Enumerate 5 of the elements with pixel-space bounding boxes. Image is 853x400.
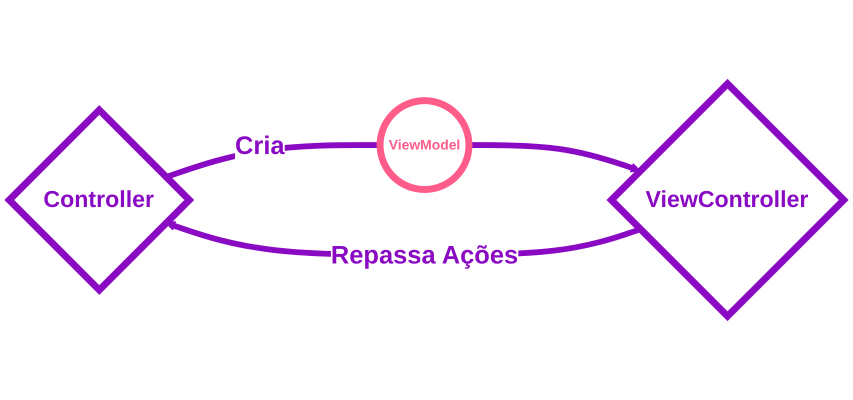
- edge-label: Repassa Ações: [330, 240, 518, 270]
- node-circle: ViewModel: [376, 97, 472, 193]
- node-diamond: ViewController: [606, 78, 849, 322]
- node-diamond: Controller: [4, 105, 194, 295]
- edge-label: Cria: [235, 130, 285, 160]
